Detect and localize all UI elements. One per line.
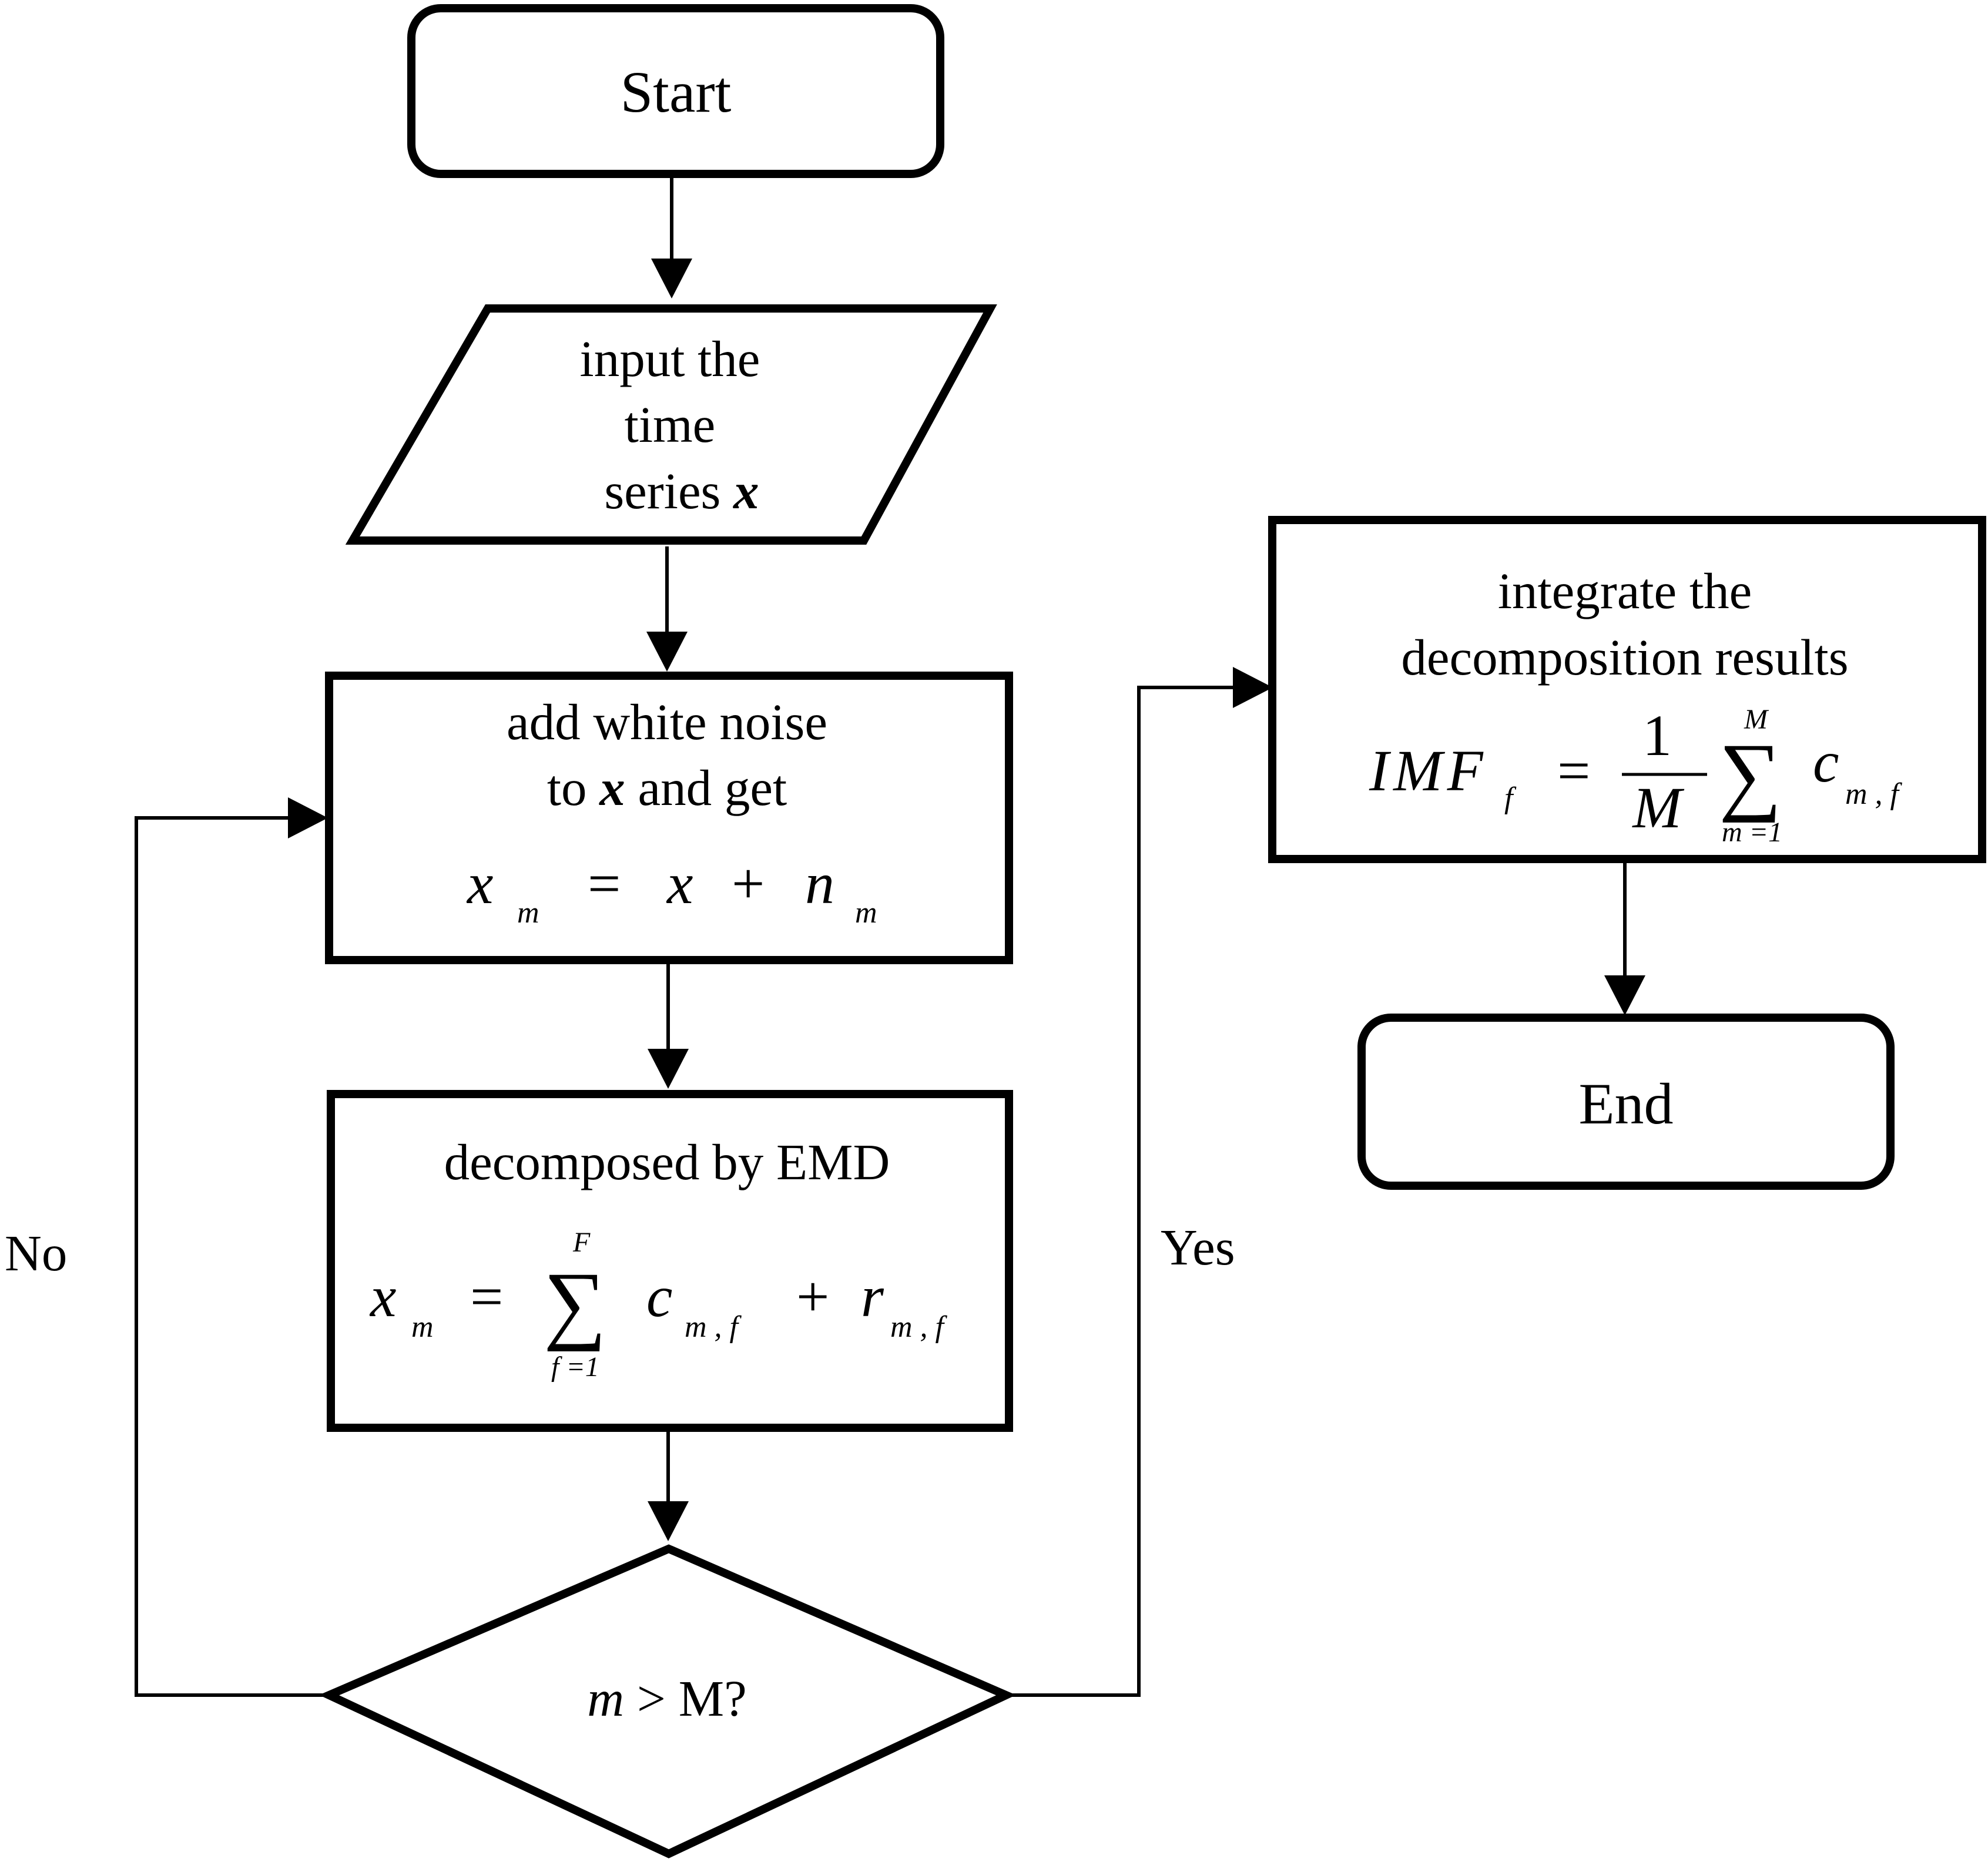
- no-label: No: [5, 1224, 67, 1281]
- svg-text:IMF: IMF: [1369, 738, 1488, 803]
- svg-text:∑: ∑: [544, 1254, 606, 1352]
- input-line-3: series x: [604, 462, 759, 519]
- edge-no-loop: [135, 797, 329, 1697]
- svg-text:=: =: [470, 1264, 503, 1329]
- emd-equation: x m = ∑ F f =1 c m , f + r m , f: [369, 1227, 948, 1383]
- svg-text:c: c: [1813, 729, 1839, 794]
- input-line-1: input the: [580, 330, 760, 387]
- start-label: Start: [621, 59, 732, 125]
- edge-input-to-add-noise: [646, 546, 688, 672]
- svg-text:x: x: [666, 851, 693, 916]
- svg-text:m , f: m , f: [685, 1310, 742, 1344]
- svg-text:M: M: [1744, 704, 1769, 735]
- emd-node: decomposed by EMD x m = ∑ F f =1 c m , f…: [327, 1090, 1013, 1432]
- svg-text:m: m: [517, 896, 539, 930]
- integrate-line-2: decomposition results: [1401, 629, 1848, 686]
- svg-text:+: +: [796, 1264, 829, 1329]
- add-noise-line-1: add white noise: [507, 693, 827, 750]
- svg-text:M: M: [1631, 775, 1684, 840]
- svg-text:=: =: [1557, 738, 1590, 803]
- yes-label: Yes: [1161, 1219, 1235, 1276]
- add-noise-node: add white noise to x and get x m = x + n…: [325, 672, 1013, 964]
- svg-text:=: =: [588, 851, 621, 916]
- edge-add-noise-to-emd: [648, 964, 689, 1089]
- edge-start-to-input: [651, 177, 692, 298]
- emd-title: decomposed by EMD: [444, 1133, 890, 1190]
- svg-text:∑: ∑: [1719, 726, 1782, 823]
- add-noise-line-2: to x and get: [547, 759, 787, 816]
- svg-text:m , f: m , f: [890, 1310, 948, 1344]
- svg-text:1: 1: [1642, 703, 1672, 768]
- svg-text:f =1: f =1: [551, 1351, 599, 1383]
- svg-text:n: n: [805, 851, 834, 916]
- svg-text:m =1: m =1: [1722, 817, 1782, 848]
- edge-integrate-to-end: [1604, 859, 1645, 1015]
- svg-text:x: x: [369, 1264, 396, 1329]
- svg-text:x: x: [466, 851, 493, 916]
- svg-text:+: +: [732, 851, 765, 916]
- edge-yes-to-integrate: [1008, 667, 1273, 1697]
- svg-text:m , f: m , f: [1845, 777, 1903, 811]
- end-node: End: [1357, 1014, 1895, 1190]
- noise-equation: x m = x + n m: [466, 851, 877, 930]
- end-label: End: [1578, 1071, 1673, 1136]
- svg-text:c: c: [646, 1264, 672, 1329]
- svg-text:F: F: [572, 1227, 591, 1258]
- decision-condition: m > M?: [587, 1670, 746, 1727]
- edge-emd-to-decision: [648, 1431, 689, 1541]
- integrate-node: integrate the decomposition results IMF …: [1268, 516, 1986, 863]
- input-node: input the time series x: [345, 304, 997, 545]
- svg-text:m: m: [411, 1310, 434, 1344]
- decision-node: m > M?: [319, 1544, 1016, 1858]
- svg-text:m: m: [855, 896, 877, 930]
- svg-text:r: r: [861, 1264, 884, 1329]
- input-line-2: time: [625, 396, 716, 453]
- start-node: Start: [407, 4, 944, 178]
- integrate-line-1: integrate the: [1498, 562, 1752, 619]
